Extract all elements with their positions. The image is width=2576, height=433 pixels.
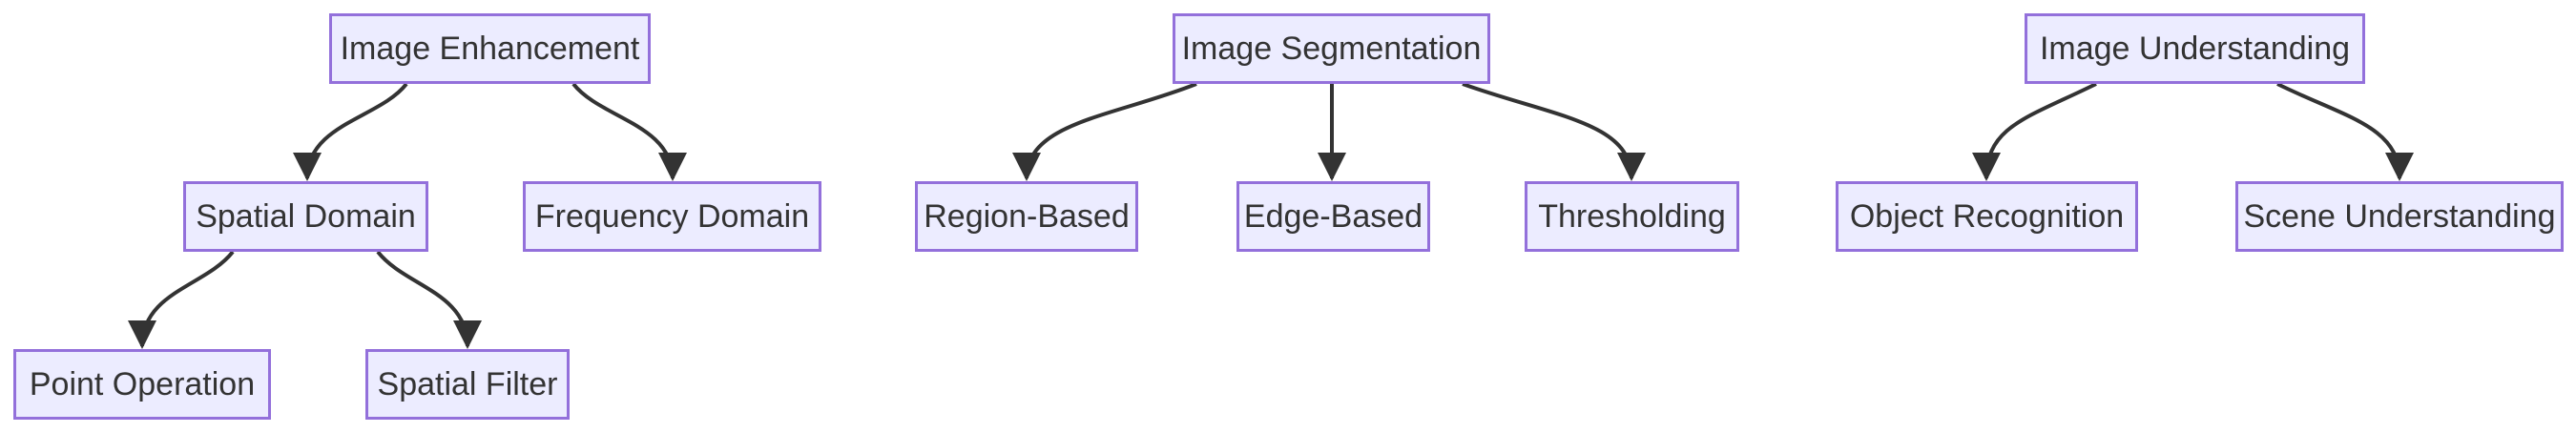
edge-spatial-domain-to-point-operation [128, 250, 235, 349]
node-label: Image Segmentation [1181, 31, 1482, 67]
node-label: Edge-Based [1243, 198, 1423, 235]
node-label: Scene Understanding [2243, 198, 2556, 235]
node-label: Object Recognition [1849, 198, 2125, 235]
node-point-operation: Point Operation [13, 349, 271, 420]
node-object-recognition: Object Recognition [1836, 181, 2138, 252]
node-label: Region-Based [924, 198, 1130, 235]
node-region-based: Region-Based [915, 181, 1138, 252]
edge-image-segmentation-to-region-based [1012, 82, 1197, 181]
node-spatial-filter: Spatial Filter [365, 349, 570, 420]
node-image-understanding: Image Understanding [2025, 13, 2365, 84]
node-frequency-domain: Frequency Domain [523, 181, 821, 252]
node-image-enhancement: Image Enhancement [329, 13, 651, 84]
node-label: Image Understanding [2039, 31, 2351, 67]
node-thresholding: Thresholding [1525, 181, 1739, 252]
node-image-segmentation: Image Segmentation [1173, 13, 1490, 84]
node-label: Thresholding [1538, 198, 1726, 235]
edge-image-segmentation-to-thresholding [1462, 82, 1646, 181]
edge-image-understanding-to-object-recognition [1972, 82, 2097, 181]
node-label: Point Operation [29, 366, 256, 402]
node-label: Frequency Domain [534, 198, 810, 235]
edge-image-enhancement-to-spatial-domain [293, 82, 408, 181]
node-spatial-domain: Spatial Domain [183, 181, 428, 252]
node-label: Spatial Domain [196, 198, 416, 235]
node-label: Image Enhancement [340, 31, 640, 67]
node-edge-based: Edge-Based [1236, 181, 1430, 252]
edge-image-enhancement-to-frequency-domain [571, 82, 687, 181]
edge-spatial-domain-to-spatial-filter [376, 250, 482, 349]
node-label: Spatial Filter [377, 366, 558, 402]
edge-image-understanding-to-scene-understanding [2276, 82, 2414, 181]
node-scene-understanding: Scene Understanding [2235, 181, 2564, 252]
